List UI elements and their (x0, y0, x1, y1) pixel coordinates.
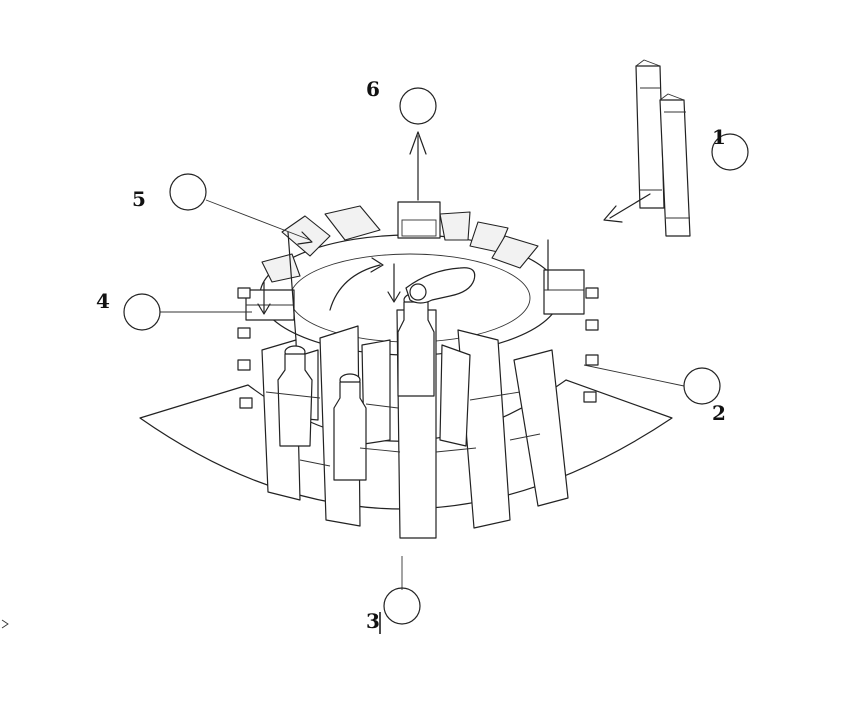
leader-2 (583, 364, 685, 387)
rotation-arrow (329, 264, 381, 311)
label-2: 2 (712, 401, 726, 425)
feed-arrow (609, 193, 651, 219)
label-1: 1 (712, 125, 726, 149)
trays (265, 391, 541, 467)
gripper-joint (409, 283, 427, 301)
station-4-guide (287, 231, 297, 341)
leader-5 (205, 199, 311, 241)
label-circle-4 (123, 293, 161, 331)
edge-marker (1, 619, 9, 629)
carton-blank (635, 59, 691, 237)
down-arrow-center-head (387, 291, 401, 303)
bottle-center (397, 292, 435, 397)
feed-arrow-head (603, 205, 623, 223)
label-6: 6 (366, 77, 380, 101)
up-arrow-6-head (409, 131, 427, 155)
down-arrow-left-head (257, 303, 271, 315)
label-circle-2 (683, 367, 721, 405)
bottle-left (277, 345, 313, 447)
station-6-box (397, 201, 441, 239)
label-circle-3 (383, 587, 421, 625)
side-clamps-right (583, 287, 599, 403)
label-circle-1 (711, 133, 749, 171)
side-clamps-left (237, 287, 253, 409)
arrow-5-head (297, 231, 313, 245)
label-4: 4 (96, 289, 110, 313)
label-5: 5 (132, 187, 146, 211)
station-2-box (543, 269, 585, 315)
bottle-mid (333, 373, 367, 481)
top-flap-ring (261, 205, 539, 283)
label-3: 3 (366, 609, 380, 633)
label-circle-6 (399, 87, 437, 125)
label-circle-5 (169, 173, 207, 211)
rotation-arrowhead (370, 257, 384, 273)
